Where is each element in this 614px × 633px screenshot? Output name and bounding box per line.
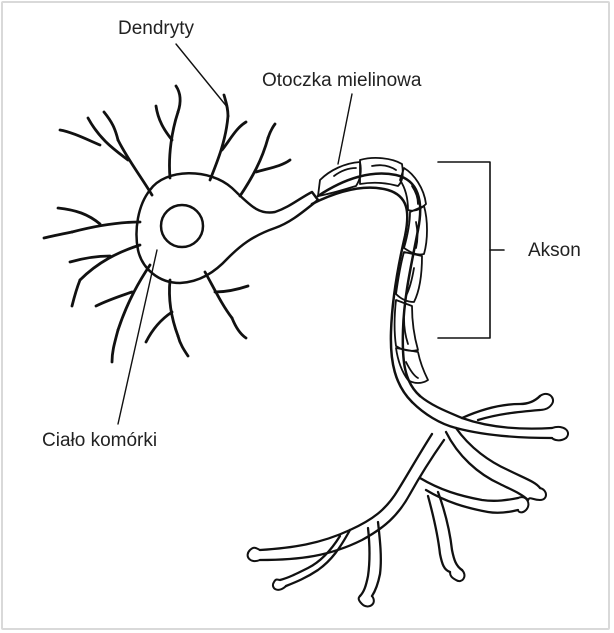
myelin-label: Otoczka mielinowa (262, 71, 421, 90)
axon-terminals (248, 394, 568, 607)
cell-body (137, 173, 319, 283)
axon-bracket (438, 162, 504, 338)
myelin-leader (338, 94, 352, 164)
cell-body-label: Ciało komórki (42, 431, 157, 450)
dendrites-label: Dendryty (118, 19, 194, 38)
dendrites (44, 86, 290, 362)
nucleus (161, 205, 203, 247)
leader-lines (118, 44, 352, 424)
axon-core (312, 174, 420, 402)
myelin-sheath (318, 158, 428, 383)
cell-body-leader (118, 250, 157, 424)
dendrites-leader (176, 44, 228, 108)
axon-label: Akson (528, 241, 581, 260)
